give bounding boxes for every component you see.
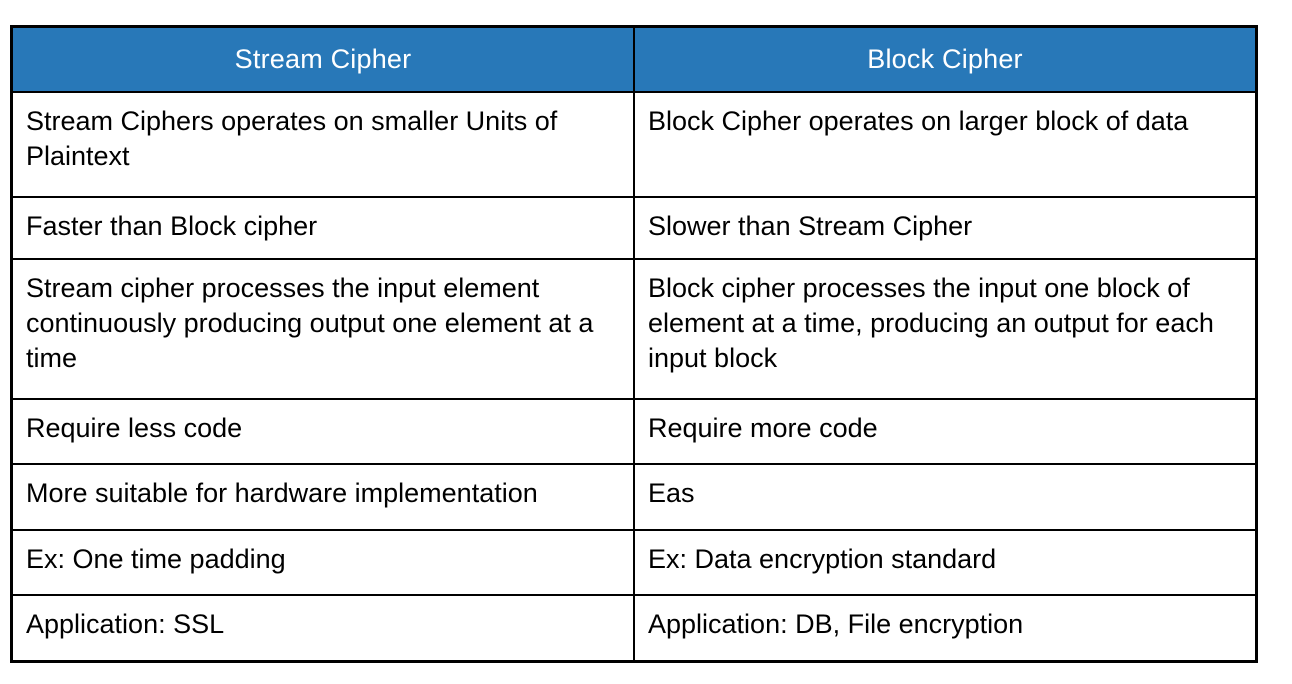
cell-stream-speed: Faster than Block cipher [10,195,635,260]
cell-block-speed: Slower than Stream Cipher [633,195,1258,260]
table-row: Faster than Block cipher Slower than Str… [10,195,1258,260]
cell-block-example: Ex: Data encryption standard [633,528,1258,596]
cell-block-units: Block Cipher operates on larger block of… [633,90,1258,198]
cell-stream-example: Ex: One time padding [10,528,635,596]
cell-stream-code: Require less code [10,397,635,465]
cell-stream-hardware: More suitable for hardware implementatio… [10,462,635,531]
cell-block-code: Require more code [633,397,1258,465]
table-row: Application: SSL Application: DB, File e… [10,593,1258,663]
cell-block-hardware: Eas [633,462,1258,531]
column-header-stream-cipher: Stream Cipher [10,25,635,93]
cell-stream-application: Application: SSL [10,593,635,663]
header-row: Stream Cipher Block Cipher [10,25,1258,93]
table-row: Ex: One time padding Ex: Data encryption… [10,528,1258,596]
cell-stream-processing: Stream cipher processes the input elemen… [10,257,635,400]
cell-stream-units: Stream Ciphers operates on smaller Units… [10,90,635,198]
table-row: More suitable for hardware implementatio… [10,462,1258,531]
cell-block-application: Application: DB, File encryption [633,593,1258,663]
table-row: Require less code Require more code [10,397,1258,465]
table-row: Stream cipher processes the input elemen… [10,257,1258,400]
column-header-block-cipher: Block Cipher [633,25,1258,93]
table-row: Stream Ciphers operates on smaller Units… [10,90,1258,198]
cell-block-processing: Block cipher processes the input one blo… [633,257,1258,400]
cipher-comparison-table: Stream Cipher Block Cipher Stream Cipher… [10,25,1258,663]
